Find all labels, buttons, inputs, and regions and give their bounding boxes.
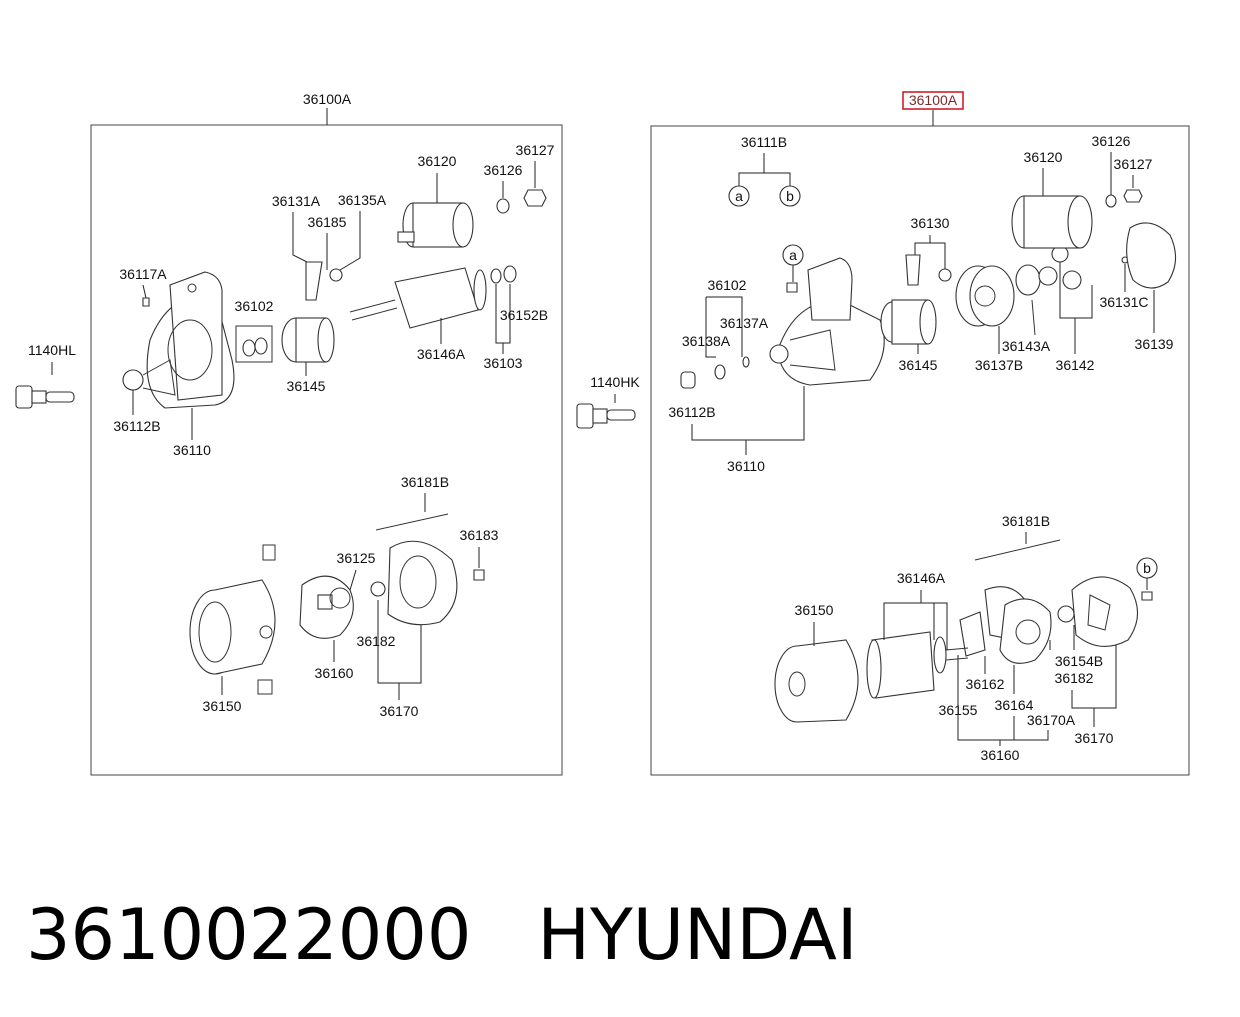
- left-armature-label[interactable]: 36146A: [417, 346, 466, 362]
- right-housing-label[interactable]: 36110: [727, 458, 765, 474]
- right-end-frame-label[interactable]: 36170: [1075, 730, 1114, 746]
- right-bolt-drawing: [576, 403, 636, 429]
- right-shaft-label[interactable]: 36143A: [1002, 338, 1051, 354]
- right-armature-label[interactable]: 36146A: [897, 570, 946, 586]
- right-planet-gears-label[interactable]: 36142: [1056, 357, 1095, 373]
- left-end-frame-drawing: [370, 540, 458, 626]
- right-solenoid-label[interactable]: 36120: [1024, 149, 1063, 165]
- left-housing-drawing: [122, 271, 235, 409]
- left-lever-pin-label[interactable]: 36185: [308, 214, 347, 230]
- right-assembly-label[interactable]: 36100A: [909, 92, 958, 108]
- left-solenoid-label[interactable]: 36120: [418, 153, 457, 169]
- right-bushing-label[interactable]: 36112B: [668, 404, 715, 420]
- right-ring-label[interactable]: 36138A: [682, 333, 731, 349]
- right-cap-label[interactable]: 36137A: [720, 315, 769, 331]
- left-ball-label[interactable]: 36182: [357, 633, 396, 649]
- left-brush-spring-label[interactable]: 36125: [337, 550, 376, 566]
- right-cover-label[interactable]: 36139: [1135, 336, 1174, 352]
- right-pinion-drawing: [880, 299, 937, 345]
- right-lever-set-label[interactable]: 36130: [911, 215, 950, 231]
- left-nut-label[interactable]: 36127: [516, 142, 555, 158]
- part-number: 3610022000: [26, 894, 472, 976]
- right-clip-label[interactable]: 36131C: [1099, 294, 1148, 310]
- left-yoke-drawing: [189, 544, 276, 695]
- highlight-box: [902, 91, 964, 110]
- right-marker-a-2[interactable]: a: [789, 247, 797, 263]
- left-lever-label[interactable]: 36131A: [272, 193, 321, 209]
- right-brush-holder-drawing: [959, 586, 1052, 664]
- right-marker-b[interactable]: b: [786, 188, 794, 204]
- left-holder-label[interactable]: 36102: [235, 298, 274, 314]
- left-through-bolt-label[interactable]: 36181B: [401, 474, 449, 490]
- left-solenoid-drawing: [397, 202, 474, 248]
- right-marker-a[interactable]: a: [735, 188, 743, 204]
- left-screw-label[interactable]: 36117A: [119, 266, 167, 282]
- caption: 3610022000 HYUNDAI: [26, 880, 1206, 990]
- right-plate-label[interactable]: 36170A: [1027, 712, 1076, 728]
- left-washer-set-label[interactable]: 36103: [484, 355, 523, 371]
- left-pinion-label[interactable]: 36145: [287, 378, 326, 394]
- parts-diagram: 36100A 1140HL 36117A 36112B 36110 36102: [15, 91, 1190, 776]
- left-washer-a-label[interactable]: 36152B: [500, 307, 548, 323]
- left-bolt2-label[interactable]: 36183: [460, 527, 499, 543]
- right-solenoid-drawing: [1011, 195, 1093, 249]
- right-yoke-drawing: [774, 639, 859, 723]
- left-end-frame-label[interactable]: 36170: [380, 703, 419, 719]
- right-gear-label[interactable]: 36137B: [975, 357, 1023, 373]
- right-holder-label[interactable]: 36102: [708, 277, 747, 293]
- right-bolt-label[interactable]: 1140HK: [590, 374, 640, 390]
- left-nut-washer-label[interactable]: 36126: [484, 162, 523, 178]
- right-spring-label[interactable]: 36164: [995, 697, 1034, 713]
- right-pinion-label[interactable]: 36145: [899, 357, 938, 373]
- right-nut-washer-label[interactable]: 36126: [1092, 133, 1131, 149]
- brand-name: HYUNDAI: [537, 894, 858, 976]
- right-ball-label[interactable]: 36182: [1055, 670, 1094, 686]
- left-bushing-label[interactable]: 36112B: [113, 418, 160, 434]
- right-panel: 36100A 1140HK 36111B a b a 36102: [576, 91, 1190, 776]
- left-assembly-label[interactable]: 36100A: [303, 91, 352, 107]
- left-plate-label[interactable]: 36135A: [338, 192, 387, 208]
- right-marker-b-2[interactable]: b: [1143, 560, 1151, 576]
- right-screw-set-label[interactable]: 36111B: [741, 134, 787, 150]
- right-cap2-label[interactable]: 36154B: [1055, 653, 1103, 669]
- right-housing-drawing: [769, 257, 885, 386]
- right-nut-label[interactable]: 36127: [1114, 156, 1153, 172]
- left-armature-drawing: [349, 267, 487, 329]
- left-brush-holder-label[interactable]: 36160: [315, 665, 354, 681]
- left-bolt-label[interactable]: 1140HL: [28, 342, 76, 358]
- left-bolt-drawing: [15, 385, 75, 409]
- right-yoke-label[interactable]: 36150: [795, 602, 834, 618]
- left-housing-label[interactable]: 36110: [173, 442, 211, 458]
- right-brush-a-label[interactable]: 36162: [966, 676, 1005, 692]
- marker-a-circle: [728, 185, 750, 207]
- right-brush-holder-label[interactable]: 36160: [981, 747, 1020, 763]
- right-end-frame-drawing: [1057, 576, 1139, 647]
- left-panel: 36100A 1140HL 36117A 36112B 36110 36102: [15, 91, 563, 776]
- left-brush-holder-drawing: [299, 575, 354, 639]
- left-pinion-drawing: [281, 317, 335, 363]
- right-panel-frame: [650, 125, 1190, 776]
- right-through-bolt-label[interactable]: 36181B: [1002, 513, 1050, 529]
- left-yoke-label[interactable]: 36150: [203, 698, 242, 714]
- marker-b-circle: [779, 185, 801, 207]
- right-armature-drawing: [866, 631, 969, 699]
